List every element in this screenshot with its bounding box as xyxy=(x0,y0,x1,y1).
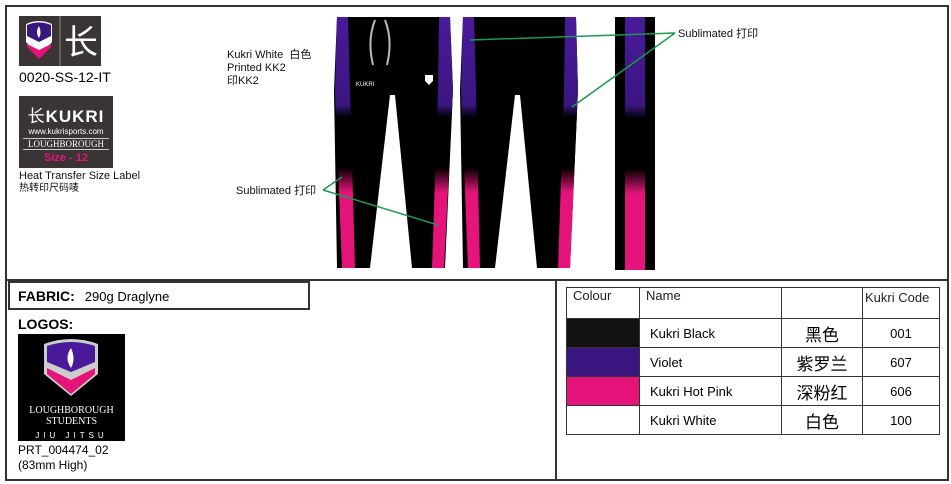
logo-text-3: JIU JITSU xyxy=(35,431,108,440)
colour-swatch xyxy=(566,318,640,348)
logos-heading: LOGOS: xyxy=(18,316,74,332)
logo-text-1: LOUGHBOROUGH xyxy=(29,405,114,416)
colour-name: Kukri White xyxy=(639,405,782,435)
colour-name: Violet xyxy=(639,347,782,377)
back-view xyxy=(460,17,578,268)
heat-transfer-size-label: 长KUKRI www.kukrisports.com LOUGHBOROUGH … xyxy=(19,96,113,168)
printed-note: Printed KK2 xyxy=(227,62,286,74)
svg-text:长: 长 xyxy=(64,23,98,63)
sublimated-label-back: Sublimated 打印 xyxy=(678,28,759,40)
fabric-box: FABRIC: 290g Draglyne xyxy=(8,281,310,310)
colour-swatch xyxy=(566,347,640,377)
header-colour: Colour xyxy=(566,287,640,319)
colour-code: 607 xyxy=(862,347,940,377)
size-label-brand: KUKRI xyxy=(45,107,105,126)
side-view xyxy=(615,17,655,270)
divider xyxy=(555,279,557,481)
kukri-logo-icon: KUKRI xyxy=(356,82,375,88)
logo-ref: PRT_004474_02 xyxy=(18,443,109,457)
printed-note-cn: 印KK2 xyxy=(227,75,259,87)
table-row: Kukri White 白色 100 xyxy=(566,405,940,435)
club-logo: LOUGHBOROUGH STUDENTS JIU JITSU xyxy=(18,334,125,441)
colour-table: Colour Name Kukri Code Kukri Black 黑色 00… xyxy=(566,287,940,435)
logo-size: (83mm High) xyxy=(18,458,88,472)
fabric-label: FABRIC: xyxy=(18,288,75,304)
club-shield-icon: 长 xyxy=(26,16,98,66)
header-code: Kukri Code xyxy=(862,287,940,319)
colour-code: 001 xyxy=(862,318,940,348)
header-name: Name xyxy=(639,287,782,319)
brand-logos: 长 xyxy=(19,16,101,66)
table-header-row: Colour Name Kukri Code xyxy=(566,287,940,319)
logo-print-note: Kukri White 白色 Printed KK2 印KK2 xyxy=(227,49,311,88)
size-label-caption-cn: 热转印尺码唛 xyxy=(19,183,79,194)
logo-print-colour-cn: 白色 xyxy=(289,49,312,61)
style-code: 0020-SS-12-IT xyxy=(19,69,111,85)
size-label-size: Size - 12 xyxy=(43,152,89,164)
colour-name-cn: 黑色 xyxy=(781,318,863,348)
bottom-section-frame xyxy=(5,279,949,481)
top-section-frame xyxy=(5,5,949,279)
sublimated-label-front: Sublimated 打印 xyxy=(236,185,317,197)
colour-code: 606 xyxy=(862,376,940,406)
size-label-website: www.kukrisports.com xyxy=(28,127,104,136)
colour-name: Kukri Hot Pink xyxy=(639,376,782,406)
logo-text-2: STUDENTS xyxy=(45,416,98,427)
colour-name-cn: 深粉红 xyxy=(781,376,863,406)
logo-print-colour: Kukri White xyxy=(227,49,284,61)
logo-info: PRT_004474_02 (83mm High) xyxy=(18,443,109,473)
colour-name-cn: 紫罗兰 xyxy=(781,347,863,377)
table-row: Kukri Black 黑色 001 xyxy=(566,318,940,348)
garment-illustration: KUKRI xyxy=(322,17,676,270)
header-cn xyxy=(781,287,863,319)
colour-code: 100 xyxy=(862,405,940,435)
size-label-club: LOUGHBOROUGH xyxy=(23,138,109,150)
colour-name: Kukri Black xyxy=(639,318,782,348)
colour-name-cn: 白色 xyxy=(781,405,863,435)
table-row: Kukri Hot Pink 深粉红 606 xyxy=(566,376,940,406)
fabric-value: 290g Draglyne xyxy=(84,289,170,304)
colour-swatch xyxy=(566,405,640,435)
callout-lines xyxy=(322,32,676,226)
table-row: Violet 紫罗兰 607 xyxy=(566,347,940,377)
club-shield-icon xyxy=(44,339,98,396)
size-label-caption: Heat Transfer Size Label xyxy=(19,170,141,182)
colour-swatch xyxy=(566,376,640,406)
front-view: KUKRI xyxy=(334,17,453,268)
